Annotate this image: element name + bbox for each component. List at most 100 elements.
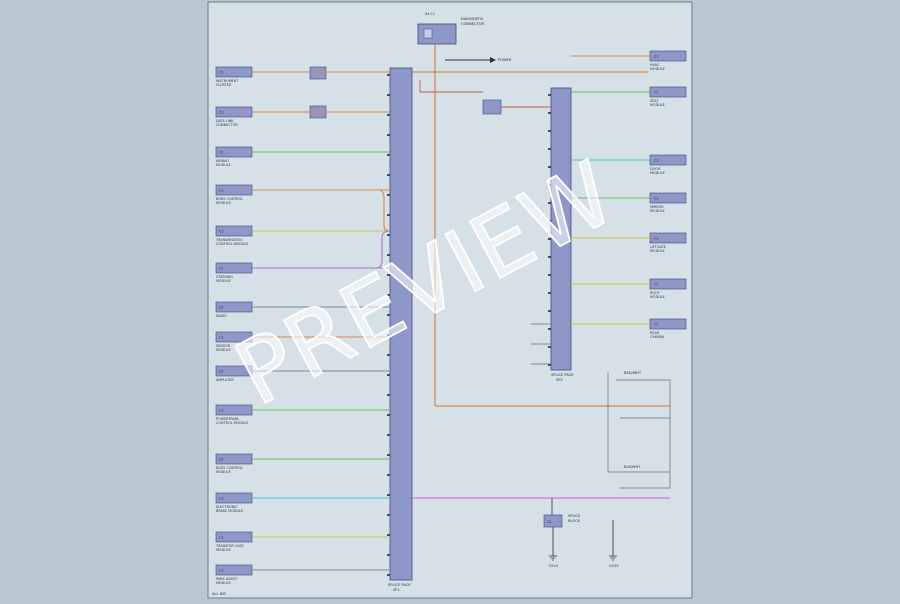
- left-module-name: MODULE: [216, 163, 231, 167]
- left-module-ref: C1: [219, 335, 224, 339]
- main-connector-pin: [387, 494, 390, 496]
- right-module-ref: C1: [654, 322, 659, 326]
- left-module-name: MODULE: [216, 548, 231, 552]
- left-module-name: CONTROL MODULE: [216, 242, 248, 246]
- main-connector-pin: [387, 194, 390, 196]
- left-module-name: BODY CONTROL: [216, 466, 243, 470]
- right-module-name: REAR: [650, 331, 660, 335]
- right-module-name: CAMERA: [650, 335, 665, 339]
- splice-block-1: [309, 66, 327, 80]
- right-module-name: LIFTGATE: [650, 245, 666, 249]
- second-connector-pin: [548, 112, 551, 114]
- right-module-ref: C1: [654, 54, 659, 58]
- left-module-name: ELECTRONIC: [216, 505, 238, 509]
- second-connector-pin: [548, 94, 551, 96]
- main-connector-pin: [387, 434, 390, 436]
- wire-gray-harness-2: [616, 379, 671, 489]
- left-module-name: CONTROL MODULE: [216, 421, 248, 425]
- main-connector-pin: [387, 414, 390, 416]
- left-module-ref: C1: [219, 150, 224, 154]
- main-connector-pin: [387, 354, 390, 356]
- main-connector-bar: [389, 67, 413, 581]
- left-module-ref: C1: [219, 535, 224, 539]
- right-module-name: MODULE: [650, 249, 665, 253]
- left-module-ref: C1: [219, 568, 224, 572]
- left-module-name: BRAKE MODULE: [216, 509, 243, 513]
- left-module-name: TRANSFER CASE: [215, 544, 244, 548]
- left-module-ref: C2: [219, 229, 224, 233]
- main-connector-pin: [387, 254, 390, 256]
- ground-icon: [609, 555, 617, 561]
- second-connector-pin: [548, 220, 551, 222]
- left-module-name: STEERING: [216, 275, 233, 279]
- second-connector-ref: SPLICE PACK: [551, 373, 574, 377]
- left-module-name: MODULE: [216, 581, 231, 585]
- main-connector-pin: [387, 114, 390, 116]
- left-module-name: MODULE: [216, 201, 231, 205]
- main-connector-ref: SPLICE PACK: [388, 583, 411, 587]
- main-connector-pin: [387, 574, 390, 576]
- main-connector-pin: [387, 314, 390, 316]
- right-module-name: DOOR: [650, 167, 661, 171]
- main-connector-pin: [387, 554, 390, 556]
- main-connector-pin: [387, 134, 390, 136]
- right-module-name: HVAC: [650, 63, 660, 67]
- bottom-block-ref: C1: [547, 520, 552, 524]
- left-module-name: POWERTRAIN: [216, 417, 239, 421]
- left-module-name: CONNECTOR: [216, 123, 238, 127]
- right-module-ref: C1: [654, 90, 659, 94]
- right-module-name: MODULE: [650, 171, 665, 175]
- main-connector-pin: [387, 74, 390, 76]
- main-connector-pin: [387, 514, 390, 516]
- main-connector-pin: [387, 94, 390, 96]
- second-connector-pin: [548, 148, 551, 150]
- left-module-name: CLUSTER: [216, 83, 232, 87]
- left-module-ref: C1: [219, 369, 224, 373]
- right-module-name: MODULE: [650, 103, 665, 107]
- top-module-line: DIAGNOSTIC: [461, 17, 484, 21]
- bottom-block-name: BLOCK: [568, 519, 581, 523]
- right-module-name: SEAT: [650, 99, 659, 103]
- wire-converge-purple: [252, 230, 391, 269]
- splice-block-3: [482, 99, 502, 115]
- second-connector-pin: [548, 328, 551, 330]
- main-connector-pin: [387, 454, 390, 456]
- left-module-ref: C1: [219, 457, 224, 461]
- main-connector-pin: [387, 394, 390, 396]
- right-module-name: MODULE: [650, 209, 665, 213]
- left-module-ref: C1: [219, 408, 224, 412]
- bottom-block-name: SPLICE: [568, 514, 581, 518]
- side-wire-label: RED/WHT: [624, 371, 642, 375]
- footer-left: ALL DIR: [212, 592, 226, 596]
- right-module-ref: C1: [654, 236, 659, 240]
- left-module-name: MODULE: [216, 470, 231, 474]
- power-arrow-icon: [490, 57, 496, 63]
- left-module-name: AMPLIFIER: [216, 378, 234, 382]
- second-connector-pin: [548, 274, 551, 276]
- wire-red-to-splice: [419, 80, 483, 93]
- main-connector-pin: [387, 474, 390, 476]
- second-connector-pin: [548, 238, 551, 240]
- second-connector-bar: [550, 87, 572, 371]
- main-connector-pin: [387, 294, 390, 296]
- main-connector-pin: [387, 214, 390, 216]
- second-connector-sub: SP2: [556, 378, 563, 382]
- ground-icon: [549, 555, 557, 561]
- second-connector-pin: [548, 184, 551, 186]
